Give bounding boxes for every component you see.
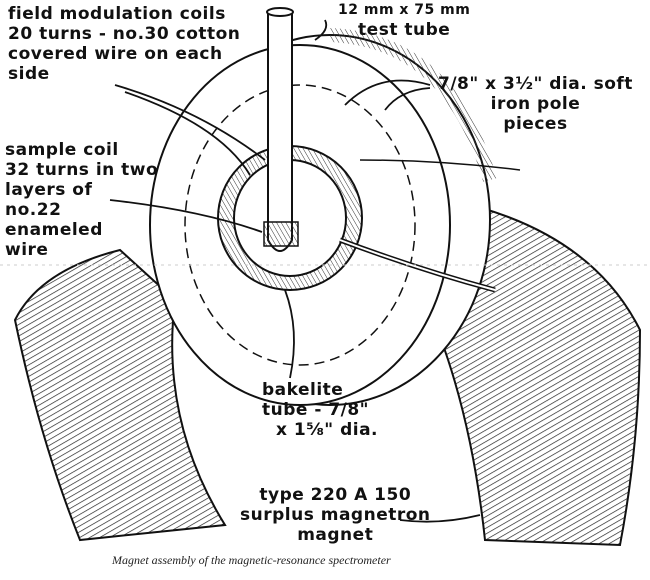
label-line: magnet (297, 525, 374, 545)
label-line: wire (5, 240, 49, 260)
label-line: bakelite (262, 380, 344, 400)
label-line: 7/8" x 3½" dia. soft (438, 74, 633, 94)
magnet-label: type 220 A 150 surplus magnetron magnet (240, 485, 431, 545)
label-line: x 1⅝" dia. (276, 420, 379, 440)
label-line: layers of (5, 180, 93, 200)
label-line: 12 mm x 75 mm (338, 2, 471, 18)
label-line: 32 turns in two (5, 160, 159, 180)
test-tube-label: 12 mm x 75 mm test tube (338, 0, 470, 40)
sample-coil (263, 221, 299, 247)
bakelite-tube-label: bakelite tube - 7/8" x 1⅝" dia. (262, 380, 378, 440)
label-line: sample coil (5, 140, 119, 160)
label-line: enameled (5, 220, 103, 240)
label-line: side (8, 64, 50, 84)
sample-coil-label: sample coil 32 turns in two layers of no… (5, 140, 158, 260)
label-line: iron pole (490, 94, 581, 114)
pole-pieces-label: 7/8" x 3½" dia. soft iron pole pieces (438, 74, 633, 134)
test-tube (267, 12, 293, 252)
label-line: 20 turns - no.30 cotton (8, 24, 241, 44)
field-coils-label: field modulation coils 20 turns - no.30 … (8, 4, 240, 84)
label-line: surplus magnetron (240, 505, 431, 525)
label-line: test tube (358, 20, 451, 40)
label-line: field modulation coils (8, 4, 226, 24)
figure-caption: Magnet assembly of the magnetic-resonanc… (112, 553, 391, 567)
label-line: type 220 A 150 (259, 485, 412, 505)
label-line: covered wire on each (8, 44, 223, 64)
label-line: tube - 7/8" (262, 400, 370, 420)
label-line: pieces (503, 114, 568, 134)
label-line: no.22 (5, 200, 62, 220)
magnet-left-arm (13, 248, 227, 542)
